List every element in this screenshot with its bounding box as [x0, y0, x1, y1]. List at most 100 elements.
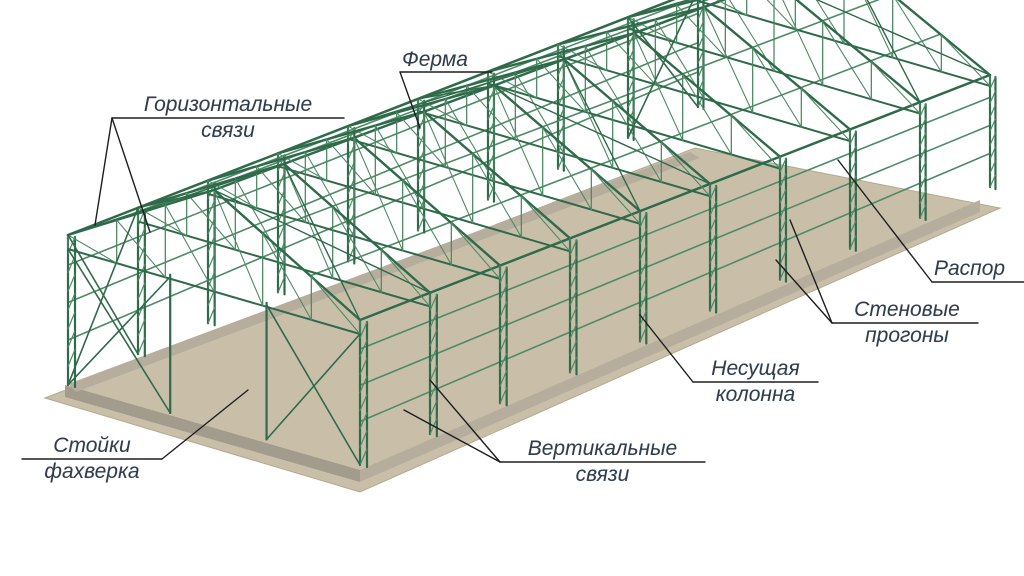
horizontal-bracing	[283, 163, 361, 321]
column-lattice	[429, 311, 438, 329]
label-column: Несущая колонна	[693, 356, 818, 408]
truss-web	[633, 32, 684, 141]
column-lattice	[779, 204, 787, 219]
gable-bracing	[265, 303, 361, 466]
column-lattice	[989, 90, 997, 104]
column-lattice	[137, 282, 146, 300]
front-foundation	[65, 385, 360, 482]
column-lattice	[487, 89, 495, 105]
label-horizontal-bracing-line2: связи	[201, 119, 255, 142]
truss-web	[627, 16, 678, 44]
column-lattice	[429, 400, 438, 418]
truss-web	[444, 98, 495, 182]
column-lattice	[347, 195, 355, 212]
foundation-slab	[43, 147, 1002, 493]
leader-purlins	[789, 219, 833, 324]
label-wall-purlins-line1: Стеновые	[854, 298, 960, 321]
horizontal-bracing	[137, 189, 215, 209]
column-lattice	[849, 175, 857, 190]
leader-hbracing	[111, 117, 151, 233]
column-lattice	[779, 234, 787, 250]
column-lattice	[697, 20, 705, 35]
label-vertical-bracing: Вертикальные связи	[500, 436, 705, 488]
column-lattice	[709, 264, 717, 280]
column-lattice	[137, 264, 146, 282]
column-lattice	[417, 133, 425, 149]
column-lattice	[347, 144, 355, 161]
truss-web	[716, 0, 748, 16]
vertical-bracing	[67, 206, 139, 386]
column-lattice	[569, 256, 578, 273]
truss-web	[423, 111, 474, 224]
vertical-bracing	[627, 16, 699, 108]
label-wind-posts-line1: Стойки	[53, 434, 131, 457]
truss-web	[396, 112, 446, 168]
label-strut: Распор	[934, 257, 1006, 280]
column-lattice	[919, 132, 927, 147]
truss-top-chord	[632, 32, 782, 158]
column-lattice	[639, 212, 647, 229]
vertical-bracing	[67, 234, 139, 355]
column-lattice	[359, 375, 368, 394]
truss-web	[536, 58, 586, 113]
leader-windposts	[161, 389, 249, 460]
leader-strut	[837, 159, 933, 283]
column-lattice	[557, 76, 565, 92]
column-lattice	[627, 94, 635, 109]
column-lattice	[67, 273, 76, 292]
column-lattice	[709, 201, 717, 217]
horizontal-bracing	[417, 84, 495, 100]
truss-top-chord	[556, 5, 706, 46]
truss-web	[466, 85, 516, 141]
roof-purlin	[115, 0, 693, 221]
wall-purlin	[359, 96, 991, 350]
column-lattice	[849, 205, 857, 220]
truss-web	[606, 31, 656, 85]
label-wall-purlins-line2: прогоны	[865, 324, 949, 347]
right-foundation	[360, 200, 980, 482]
column-lattice	[697, 49, 705, 64]
column-lattice	[989, 104, 997, 118]
column-lattice	[557, 154, 565, 170]
column-lattice	[709, 185, 717, 201]
truss-web	[380, 249, 431, 307]
column-lattice	[429, 294, 438, 312]
column-lattice	[557, 123, 565, 139]
horizontal-bracing	[563, 58, 641, 212]
truss-web	[304, 151, 355, 237]
gable-bracing	[67, 248, 171, 414]
truss-web	[450, 222, 501, 280]
column-lattice	[347, 178, 355, 195]
column-lattice	[627, 78, 635, 94]
column-lattice	[919, 190, 927, 205]
truss-web	[660, 141, 711, 197]
column-lattice	[569, 273, 578, 290]
leader-purlins	[775, 259, 833, 324]
column-lattice	[849, 145, 857, 160]
steel-frame	[66, 0, 997, 469]
column-lattice	[557, 61, 565, 77]
column-lattice	[639, 261, 647, 277]
column-lattice	[849, 160, 857, 175]
horizontal-bracing	[815, 0, 991, 76]
truss-web	[493, 84, 544, 196]
truss-top-chord	[422, 110, 572, 240]
column-lattice	[919, 175, 927, 190]
truss-top-chord	[486, 32, 636, 73]
truss-top-chord	[702, 5, 852, 131]
column-lattice	[569, 239, 578, 256]
label-column-line1: Несущая	[711, 357, 800, 380]
truss-web	[590, 168, 641, 225]
truss-top-chord	[562, 58, 712, 186]
column-lattice	[487, 153, 495, 169]
horizontal-bracing	[866, 0, 921, 103]
truss-web	[472, 153, 522, 238]
column-lattice	[137, 337, 146, 355]
column-lattice	[779, 158, 787, 173]
truss-web	[557, 43, 608, 71]
column-lattice	[347, 161, 355, 178]
label-horizontal-bracing-line1: Горизонтальные	[143, 93, 313, 116]
truss-web	[374, 124, 425, 210]
truss-web	[186, 192, 236, 251]
truss-web	[815, 0, 845, 44]
